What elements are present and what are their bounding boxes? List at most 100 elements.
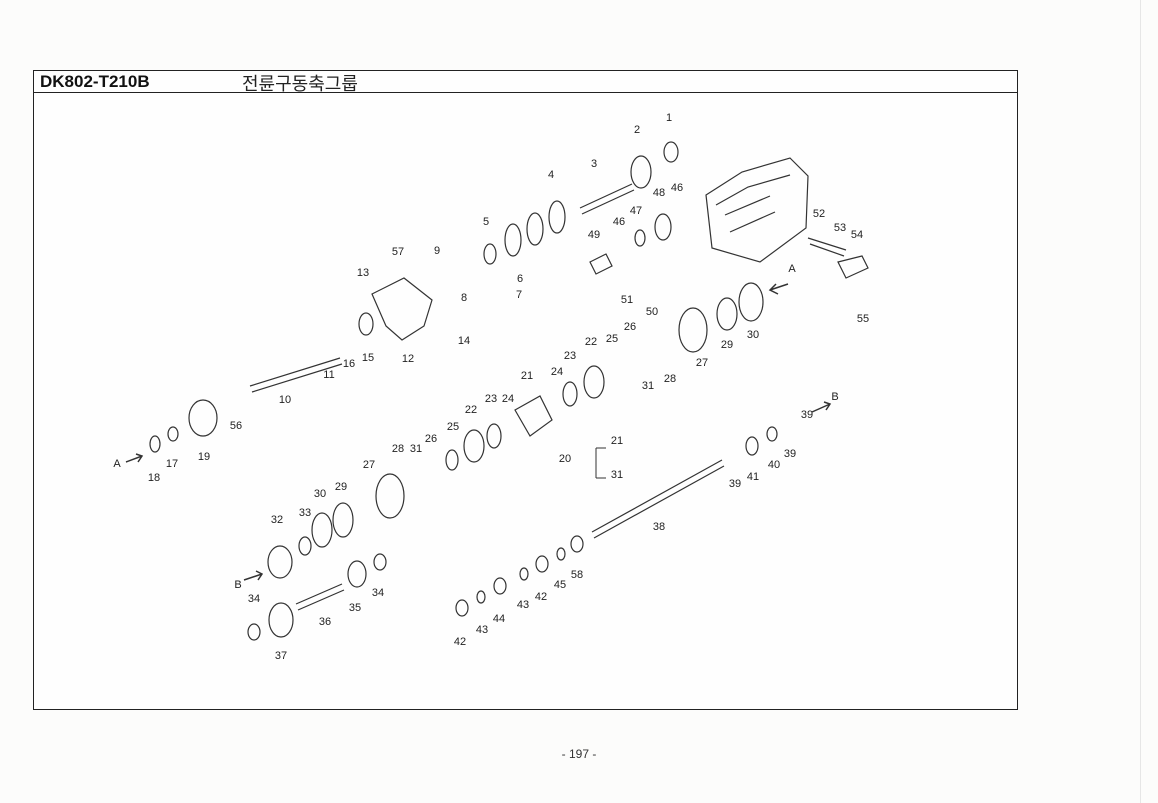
callout-29: 29 <box>721 339 733 351</box>
callout-10: 10 <box>279 394 291 406</box>
arrow-a-upper <box>768 283 789 295</box>
bearing-15-drawing <box>358 312 374 336</box>
callout-55: 55 <box>857 313 869 325</box>
callout-51: 51 <box>621 294 633 306</box>
ring-23-upper-drawing <box>562 381 578 407</box>
callout-29: 29 <box>335 481 347 493</box>
clutch-pack-lower-drawing <box>375 473 405 519</box>
bracket-12-drawing <box>371 277 433 341</box>
spring-25-drawing <box>445 449 459 471</box>
callout-A: A <box>788 263 796 275</box>
callout-20: 20 <box>559 453 571 465</box>
callout-34: 34 <box>248 593 260 605</box>
callout-B: B <box>234 579 241 591</box>
callout-31: 31 <box>410 443 422 455</box>
callout-12: 12 <box>402 353 414 365</box>
callout-54: 54 <box>851 229 863 241</box>
ring-43b-drawing <box>476 590 486 604</box>
shaft-38-drawing <box>591 459 725 539</box>
cover-54-drawing <box>837 255 869 279</box>
disc-4a-drawing <box>504 223 522 257</box>
callout-42: 42 <box>535 591 547 603</box>
shaft-52-drawing <box>807 237 847 257</box>
ring-30-lower-drawing <box>311 512 333 548</box>
callout-27: 27 <box>363 459 375 471</box>
callout-22: 22 <box>465 404 477 416</box>
parts-diagram-frame: DK802-T210B 전륜구동축그룹 <box>33 70 1018 710</box>
disc-4b-drawing <box>526 212 544 246</box>
arrow-a-lower <box>125 453 144 463</box>
callout-47: 47 <box>630 205 642 217</box>
gear-37-drawing <box>268 602 294 638</box>
callout-43: 43 <box>476 624 488 636</box>
ring-29-upper-drawing <box>716 297 738 331</box>
callout-9: 9 <box>434 245 440 257</box>
callout-45: 45 <box>554 579 566 591</box>
ring-34-left-drawing <box>247 623 261 641</box>
callout-43: 43 <box>517 599 529 611</box>
shaft-10-drawing <box>249 357 343 393</box>
callout-8: 8 <box>461 292 467 304</box>
callout-23: 23 <box>485 393 497 405</box>
group-title: 전륜구동축그룹 <box>242 74 358 95</box>
callout-28: 28 <box>392 443 404 455</box>
callout-13: 13 <box>357 267 369 279</box>
page-edge-line <box>1140 0 1141 803</box>
gear-2-drawing <box>630 155 652 189</box>
part-drawings <box>149 141 869 641</box>
callout-39: 39 <box>801 409 813 421</box>
gear-32-drawing <box>267 545 293 579</box>
clutch-pack-upper-drawing <box>678 307 708 353</box>
callout-52: 52 <box>813 208 825 220</box>
callout-31: 31 <box>611 469 623 481</box>
callout-50: 50 <box>646 306 658 318</box>
callout-21: 21 <box>521 370 533 382</box>
callout-30: 30 <box>747 329 759 341</box>
callout-23: 23 <box>564 350 576 362</box>
callout-57: 57 <box>392 246 404 258</box>
callout-25: 25 <box>447 421 459 433</box>
ring-30-upper-drawing <box>738 282 764 322</box>
callout-5: 5 <box>483 216 489 228</box>
callout-35: 35 <box>349 602 361 614</box>
callout-36: 36 <box>319 616 331 628</box>
disc-22-upper-drawing <box>583 365 605 399</box>
callout-15: 15 <box>362 352 374 364</box>
callout-58: 58 <box>571 569 583 581</box>
callout-46: 46 <box>671 182 683 194</box>
callout-37: 37 <box>275 650 287 662</box>
ring-34-right-drawing <box>373 553 387 571</box>
callout-40: 40 <box>768 459 780 471</box>
callout-24: 24 <box>551 366 563 378</box>
ring-29-lower-drawing <box>332 502 354 538</box>
callout-42: 42 <box>454 636 466 648</box>
ring-45-drawing <box>556 547 566 561</box>
piston-49-drawing <box>589 253 613 275</box>
callout-26: 26 <box>624 321 636 333</box>
callout-22: 22 <box>585 336 597 348</box>
bearing-41-drawing <box>745 436 759 456</box>
arrow-b-upper <box>811 401 832 413</box>
callout-27: 27 <box>696 357 708 369</box>
callout-4: 4 <box>548 169 554 181</box>
callout-26: 26 <box>425 433 437 445</box>
disc-4c-drawing <box>548 200 566 234</box>
disc-22-lower-drawing <box>463 429 485 463</box>
shaft-3-drawing <box>579 183 635 215</box>
callout-B: B <box>831 391 838 403</box>
callout-19: 19 <box>198 451 210 463</box>
callout-30: 30 <box>314 488 326 500</box>
group-code: DK802-T210B <box>40 72 150 91</box>
callout-28: 28 <box>664 373 676 385</box>
callout-32: 32 <box>271 514 283 526</box>
ring-17-drawing <box>167 426 179 442</box>
gear-35-drawing <box>347 560 367 588</box>
callout-39: 39 <box>784 448 796 460</box>
callout-21: 21 <box>611 435 623 447</box>
callout-48: 48 <box>653 187 665 199</box>
callout-49: 49 <box>588 229 600 241</box>
gear-48-drawing <box>654 213 672 241</box>
ring-43a-drawing <box>519 567 529 581</box>
